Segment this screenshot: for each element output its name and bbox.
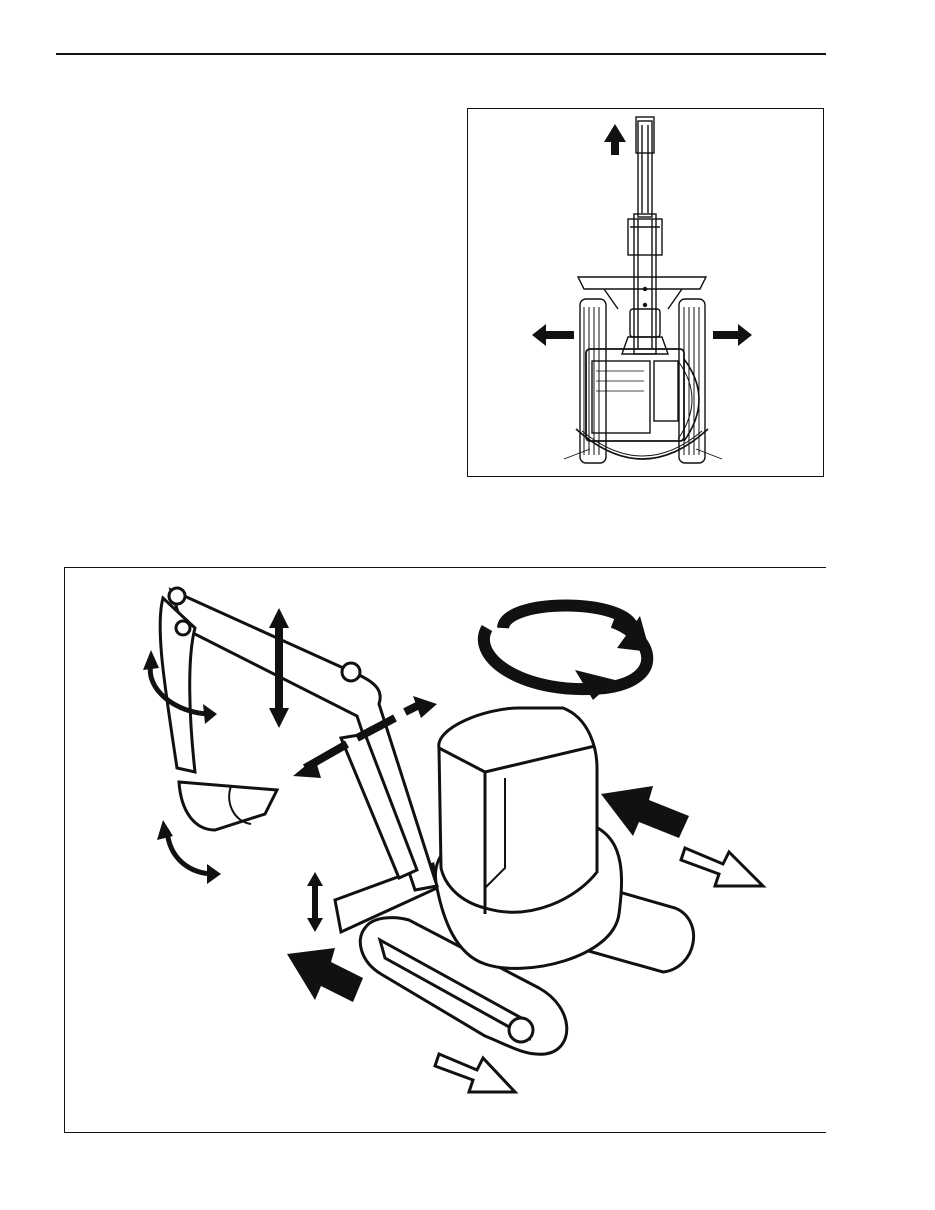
travel-reverse-icon	[679, 845, 767, 888]
header-rule	[56, 53, 826, 55]
boom-up-down-icon	[269, 608, 289, 728]
arrow-right-icon	[713, 324, 752, 346]
arm-in-out-icon	[293, 696, 437, 778]
travel-reverse-icon-front	[433, 1051, 519, 1094]
blade-up-down-icon	[307, 872, 323, 932]
swing-rotation-icon	[477, 599, 654, 700]
upper-structure	[585, 348, 685, 442]
right-track	[678, 298, 706, 464]
arrow-left-icon	[532, 324, 574, 346]
excavator-isometric-drawing	[143, 586, 767, 1094]
bucket	[627, 218, 663, 256]
excavator-top-view-drawing	[532, 116, 752, 464]
bucket	[177, 780, 280, 832]
cab	[437, 706, 599, 914]
boom	[633, 213, 657, 355]
arm	[158, 595, 197, 774]
engine-hood	[653, 360, 679, 422]
travel-forward-icon	[601, 786, 689, 838]
cab-roof	[591, 360, 651, 434]
excavator-top-view-figure	[467, 108, 824, 477]
excavator-isometric-figure	[64, 567, 826, 1133]
travel-forward-icon-front	[287, 948, 363, 1002]
dozer-blade	[576, 276, 708, 290]
arrow-up-icon	[604, 124, 626, 155]
arm	[637, 120, 653, 218]
